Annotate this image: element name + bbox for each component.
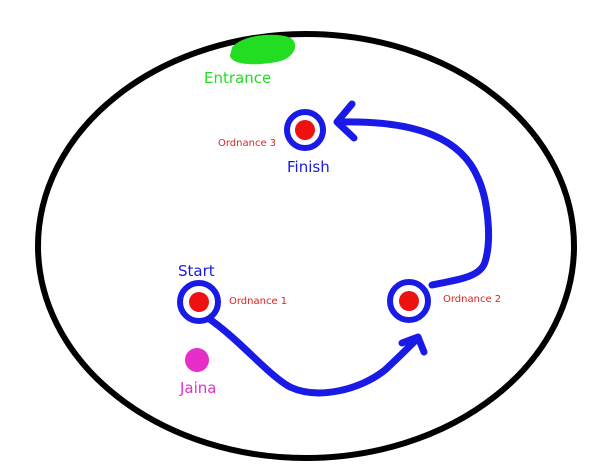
jaina-label: Jaina bbox=[179, 379, 216, 397]
jaina-marker-icon bbox=[185, 348, 209, 372]
ordnance-1-marker bbox=[177, 280, 221, 324]
start-label: Start bbox=[178, 262, 215, 280]
ordnance-3-marker bbox=[284, 109, 326, 151]
ordnance-2-label: Ordnance 2 bbox=[443, 294, 501, 305]
entrance-marker-icon bbox=[230, 34, 296, 65]
route-segment-2 bbox=[334, 118, 492, 289]
route-segment-1 bbox=[204, 314, 422, 397]
ordnance-2-marker bbox=[387, 279, 431, 323]
ordnance-2-dot-icon bbox=[399, 291, 419, 311]
ordnance-3-dot-icon bbox=[295, 120, 315, 140]
ordnance-1-label: Ordnance 1 bbox=[229, 296, 287, 307]
finish-label: Finish bbox=[287, 158, 330, 176]
arena-boundary bbox=[35, 31, 577, 461]
ordnance-1-dot-icon bbox=[189, 292, 209, 312]
ordnance-3-label: Ordnance 3 bbox=[218, 138, 276, 149]
arrowhead-icon-ordnance-2 bbox=[398, 333, 428, 356]
entrance-label: Entrance bbox=[204, 69, 271, 87]
arrowhead-icon-finish bbox=[333, 100, 358, 142]
